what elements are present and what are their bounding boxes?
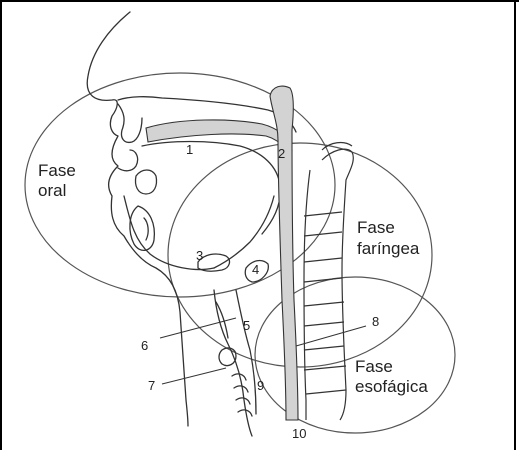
thyroid-cartilage: [216, 302, 228, 338]
trachea-rings: [232, 374, 252, 416]
structure-label-3: 3: [196, 248, 203, 263]
oral-phase-label-line2: oral: [38, 181, 66, 200]
structure-label-5: 5: [243, 318, 250, 333]
spine-front: [304, 170, 310, 420]
structure-label-4: 4: [252, 262, 259, 277]
vertebra-3: [304, 258, 342, 262]
vertebra-6: [304, 322, 344, 326]
lower-teeth: [135, 170, 156, 194]
structure-label-8: 8: [372, 314, 379, 329]
vertebra-2: [304, 232, 342, 236]
pharyngeal-phase-label-line1: Fase: [357, 218, 395, 237]
pharyngeal-phase-label-line2: faríngea: [357, 239, 420, 258]
esophageal-phase-label-line2: esofágica: [355, 377, 428, 396]
oral-phase-label-line1: Fase: [38, 161, 76, 180]
oral-cavity: [142, 142, 280, 235]
structure-label-1: 1: [186, 142, 193, 157]
structure-label-9: 9: [257, 378, 264, 393]
vertebra-5: [304, 302, 344, 306]
upper-lip: [118, 104, 142, 142]
lower-lip: [118, 150, 138, 171]
spine-outline: [322, 149, 353, 420]
larynx-back: [236, 290, 256, 414]
structure-label-10: 10: [292, 426, 306, 441]
face-profile-outline: [87, 12, 188, 426]
leader-line-8: [296, 326, 366, 346]
structure-label-2: 2: [278, 146, 285, 161]
structure-label-6: 6: [141, 338, 148, 353]
mandible-inner: [144, 218, 148, 240]
vertebra-7: [304, 346, 344, 350]
leader-line-7: [162, 368, 226, 384]
vertebra-9: [306, 390, 346, 394]
tongue-root: [214, 196, 274, 268]
vertebra-1: [304, 212, 342, 216]
esophageal-phase-label-line1: Fase: [355, 357, 393, 376]
structure-label-7: 7: [148, 378, 155, 393]
